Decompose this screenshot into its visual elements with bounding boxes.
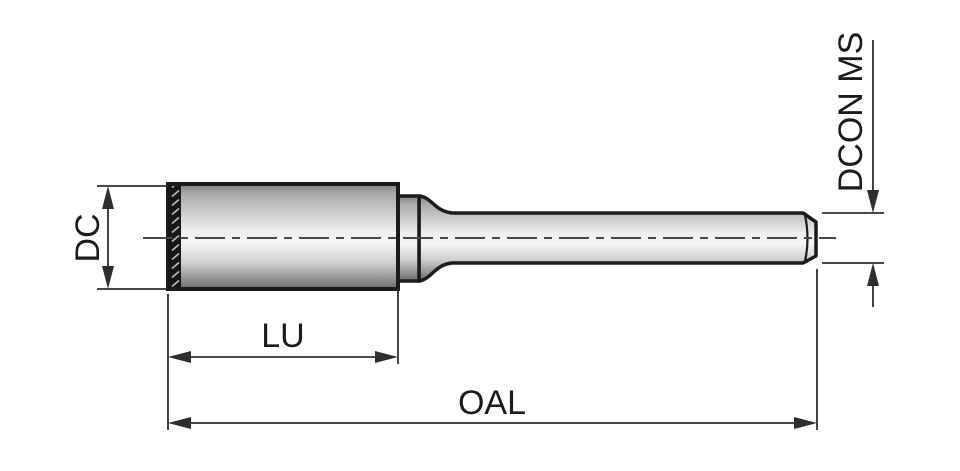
- oal-arrow-right: [794, 417, 817, 429]
- oal-dimension: OAL: [168, 269, 818, 430]
- tool-geometry: [143, 182, 836, 291]
- dcon-label: DCON MS: [832, 32, 870, 193]
- dc-label: DC: [69, 213, 107, 262]
- dcon-arrow-down: [867, 190, 879, 213]
- lu-arrow-right: [375, 351, 398, 363]
- abrasive-band-ticks: [167, 186, 180, 287]
- dc-dimension: DC: [69, 185, 167, 290]
- dc-arrow-up: [102, 186, 114, 209]
- lu-dimension: LU: [167, 288, 399, 430]
- dcon-dimension: DCON MS: [822, 32, 884, 307]
- oal-arrow-left: [168, 417, 191, 429]
- dc-arrow-down: [102, 266, 114, 289]
- grinding-head: [166, 182, 400, 291]
- lu-label: LU: [261, 317, 304, 355]
- lu-arrow-left: [168, 351, 191, 363]
- oal-label: OAL: [458, 384, 526, 422]
- dcon-arrow-up: [867, 263, 879, 286]
